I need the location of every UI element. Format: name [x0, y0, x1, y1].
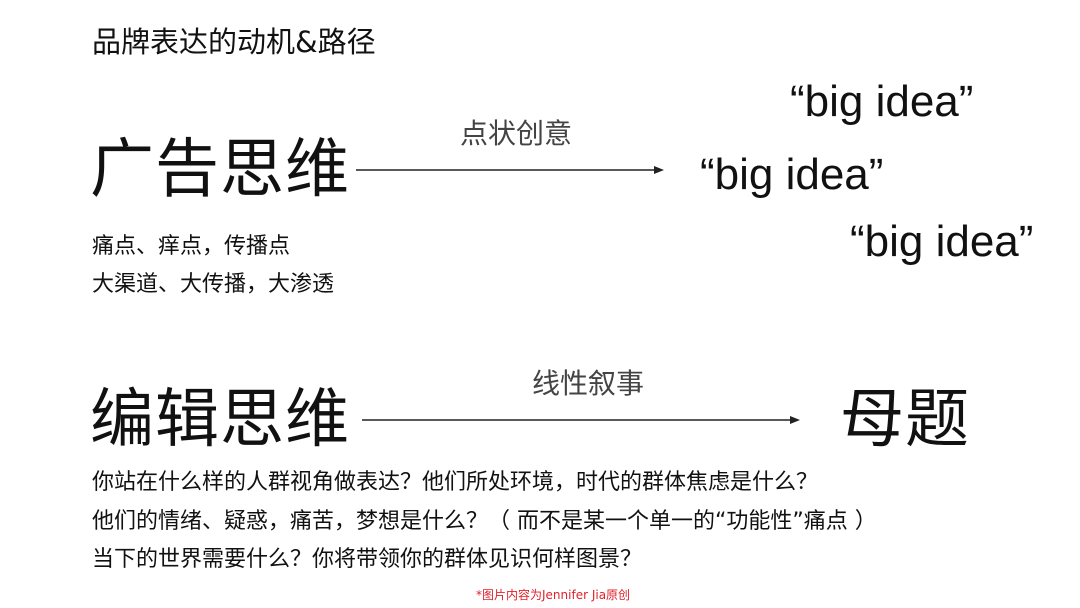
motif-heading: 母题	[840, 383, 970, 457]
ad-thinking-arrow-icon	[356, 166, 664, 174]
big-idea-text: “big idea”	[790, 77, 974, 126]
question-line: 你站在什么样的人群视角做表达？他们所处环境，时代的群体焦虑是什么？	[92, 470, 819, 495]
big-idea-text: “big idea”	[700, 150, 884, 199]
question-line: 当下的世界需要什么？你将带领你的群体见识何样图景？	[92, 547, 643, 572]
image-credit: *图片内容为Jennifer Jia原创	[476, 588, 631, 602]
editorial-thinking-heading: 编辑思维	[90, 383, 350, 457]
big-idea-text: “big idea”	[850, 217, 1034, 266]
ad-thinking-arrow-label: 点状创意	[460, 117, 573, 150]
slide-title: 品牌表达的动机&路径	[92, 25, 376, 59]
editorial-thinking-arrow-label: 线性叙事	[532, 367, 645, 400]
ad-thinking-line: 痛点、痒点，传播点	[92, 234, 291, 259]
ad-thinking-line: 大渠道、大传播，大渗透	[92, 272, 335, 297]
editorial-thinking-arrow-icon	[362, 416, 800, 424]
question-line: 他们的情绪、疑惑，痛苦，梦想是什么？（ 而不是某一个单一的“功能性”痛点 ）	[92, 509, 877, 534]
ad-thinking-heading: 广告思维	[90, 133, 350, 207]
